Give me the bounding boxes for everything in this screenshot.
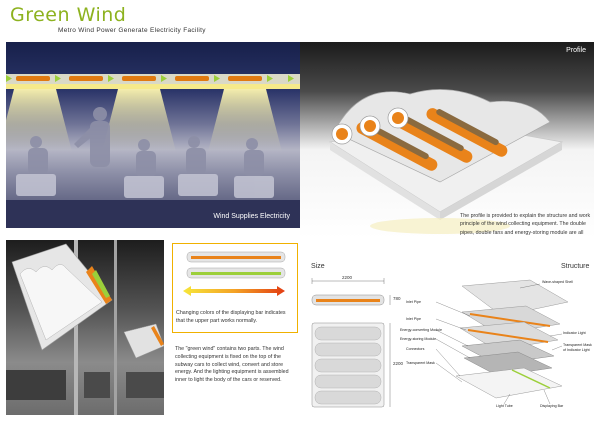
- label-indicator-mask: Transparent Mask of Indicator Light: [563, 343, 592, 352]
- structure-label: Structure: [561, 263, 590, 270]
- label-energy-converting-module: Energy-converting Module: [400, 328, 442, 332]
- colorbar-explainer: Changing colors of the displaying bar in…: [172, 243, 298, 333]
- label-wave-shaped-shell: Wave-shaped Shell: [542, 280, 574, 284]
- structure-illustration: [435, 279, 569, 405]
- structure-exploded-view: Inlet Pipe Inlet Pipe Energy-converting …: [400, 276, 596, 414]
- profile-illustration: [328, 89, 564, 234]
- label-inlet-pipe-2: Inlet Pipe: [406, 317, 421, 321]
- label-displaying-bar: Displaying Bar: [540, 404, 564, 408]
- label-light-tube: Light Tube: [496, 404, 513, 408]
- ceiling-illustration: [6, 240, 164, 415]
- label-inlet-pipe-1: Inlet Pipe: [406, 300, 421, 304]
- profile-description: The profile is provided to explain the s…: [460, 213, 591, 238]
- ceiling-photo: [6, 240, 164, 415]
- dim-top-height: 780: [393, 296, 401, 301]
- label-transparent-mask: Transparent Mask: [406, 361, 435, 365]
- size-drawing: 2200 780 2200: [308, 275, 404, 415]
- label-connectors: Connectors: [406, 347, 425, 351]
- dim-bottom-height: 2200: [393, 361, 404, 366]
- green-wind-description: The "green wind" contains two parts. The…: [175, 346, 289, 384]
- size-illustration: [311, 278, 391, 408]
- profile-label: Profile: [566, 47, 586, 54]
- label-energy-storing-module: Energy-storing Module: [400, 337, 437, 341]
- profile-render: Profile The profile is provided to expla…: [300, 42, 594, 238]
- colorbar-illustration: [183, 251, 286, 296]
- wind-caption: Wind Supplies Electricity: [213, 213, 290, 220]
- page-subtitle: Metro Wind Power Generate Electricity Fa…: [58, 27, 206, 34]
- page-title: Green Wind: [10, 4, 127, 26]
- dim-top-width: 2200: [342, 275, 353, 280]
- train-interior-illustration: [6, 74, 300, 228]
- label-indicator-light: Indicator Light: [563, 331, 586, 335]
- train-interior-image: Wind Supplies Electricity: [6, 42, 300, 228]
- size-label: Size: [311, 263, 325, 270]
- colorbar-caption: Changing colors of the displaying bar in…: [176, 310, 286, 324]
